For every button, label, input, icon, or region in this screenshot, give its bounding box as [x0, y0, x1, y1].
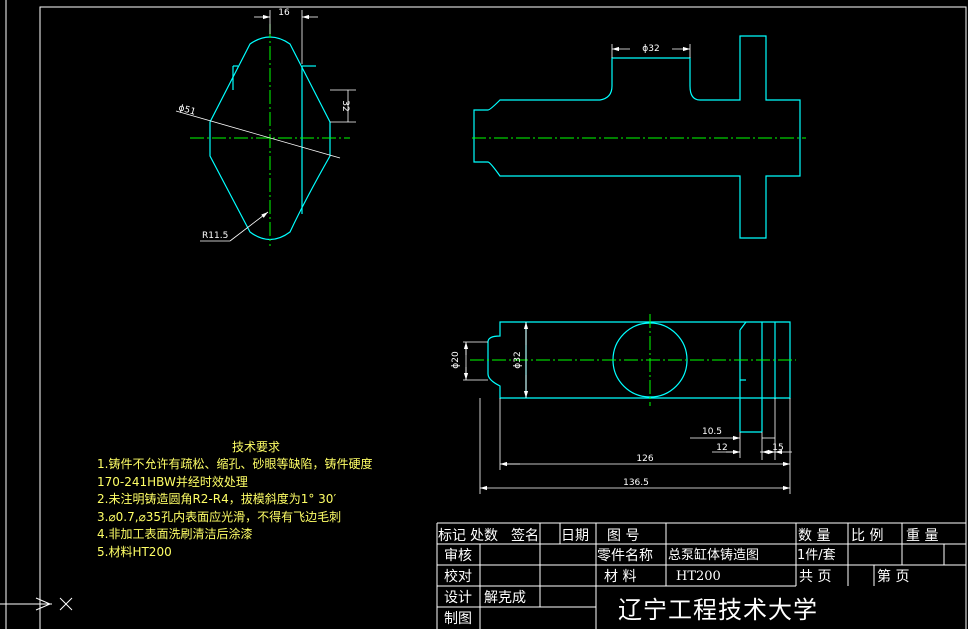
tb-school-name: 辽宁工程技术大学 — [618, 596, 818, 624]
dim-radius: R11.5 — [202, 231, 228, 241]
tb-design: 设计 — [444, 590, 472, 606]
tech-requirement-item: 170-241HBW并经时效处理 — [97, 474, 248, 489]
end-view-dims — [175, 10, 356, 242]
dim-136-5: 136.5 — [623, 478, 649, 488]
tb-mark: 标记 — [438, 528, 466, 544]
tb-date: 日期 — [561, 528, 589, 544]
tb-total-pages: 共 页 — [799, 569, 832, 585]
front-view-outline — [473, 35, 801, 239]
front-view-dims — [611, 44, 691, 58]
tb-page: 第 页 — [877, 569, 910, 585]
tech-requirements-list: 1.铸件不允许有疏松、缩孔、砂眼等缺陷，铸件硬度 170-241HBW并经时效处… — [97, 456, 372, 561]
tech-requirements-title: 技术要求 — [232, 440, 281, 454]
drawing-frame — [5, 0, 967, 629]
tb-scale: 比 例 — [851, 528, 884, 544]
end-view-centerlines — [190, 24, 350, 246]
dim-dia-20: ϕ20 — [451, 351, 461, 369]
top-view-centerlines — [470, 314, 796, 406]
tech-requirement-item: 4.非加工表面洗刷清洁后涂漆 — [97, 527, 253, 541]
tb-check: 校对 — [444, 569, 472, 585]
tb-sign: 签名 — [511, 528, 539, 544]
top-view-outline — [487, 321, 791, 433]
top-view-dims — [463, 322, 792, 494]
tech-requirement-item: 5.材料HT200 — [97, 544, 172, 559]
end-view: 16 ϕ51 32 R11.5 — [175, 8, 356, 246]
tb-material: HT200 — [676, 569, 721, 584]
ucs-axis-icon — [0, 597, 73, 611]
end-view-outline — [209, 36, 331, 241]
dim-126: 126 — [636, 454, 653, 464]
tb-review: 审核 — [444, 548, 472, 564]
tech-requirement-item: 1.铸件不允许有疏松、缩孔、砂眼等缺陷，铸件硬度 — [97, 457, 373, 471]
tb-designer: 解克成 — [484, 590, 526, 606]
tb-qty-value: 1件/套 — [797, 548, 836, 563]
dim-12: 12 — [716, 443, 727, 453]
top-view: ϕ20 ϕ32 10.5 12 15 126 136.5 — [451, 314, 796, 494]
dim-dia-32-top: ϕ32 — [642, 44, 659, 54]
tech-requirement-item: 2.未注明铸造圆角R2-R4，拔模斜度为1° 30′ — [97, 492, 337, 506]
front-view: ϕ32 — [472, 35, 806, 239]
dim-dia-51: ϕ51 — [177, 103, 196, 117]
dim-10-5: 10.5 — [702, 427, 722, 437]
tb-quantity: 数 量 — [798, 528, 831, 544]
tb-weight: 重 量 — [906, 528, 939, 544]
dim-width-16: 16 — [278, 8, 290, 18]
dim-dia-32-side: ϕ32 — [513, 351, 523, 368]
tb-drawing-no: 图 号 — [607, 528, 640, 544]
dim-15: 15 — [772, 443, 783, 453]
dim-32-vertical: 32 — [340, 100, 350, 111]
tb-count: 处数 — [470, 528, 498, 544]
tb-part-name-label: 零件名称 — [597, 548, 653, 564]
title-block-grid — [436, 522, 966, 629]
tech-requirement-item: 3.⌀0.7,⌀35孔内表面应光滑，不得有飞边毛刺 — [97, 509, 342, 524]
tb-part-name: 总泵缸体铸造图 — [668, 548, 760, 563]
tb-material-label: 材 料 — [604, 569, 637, 585]
tb-draw: 制图 — [444, 611, 472, 627]
